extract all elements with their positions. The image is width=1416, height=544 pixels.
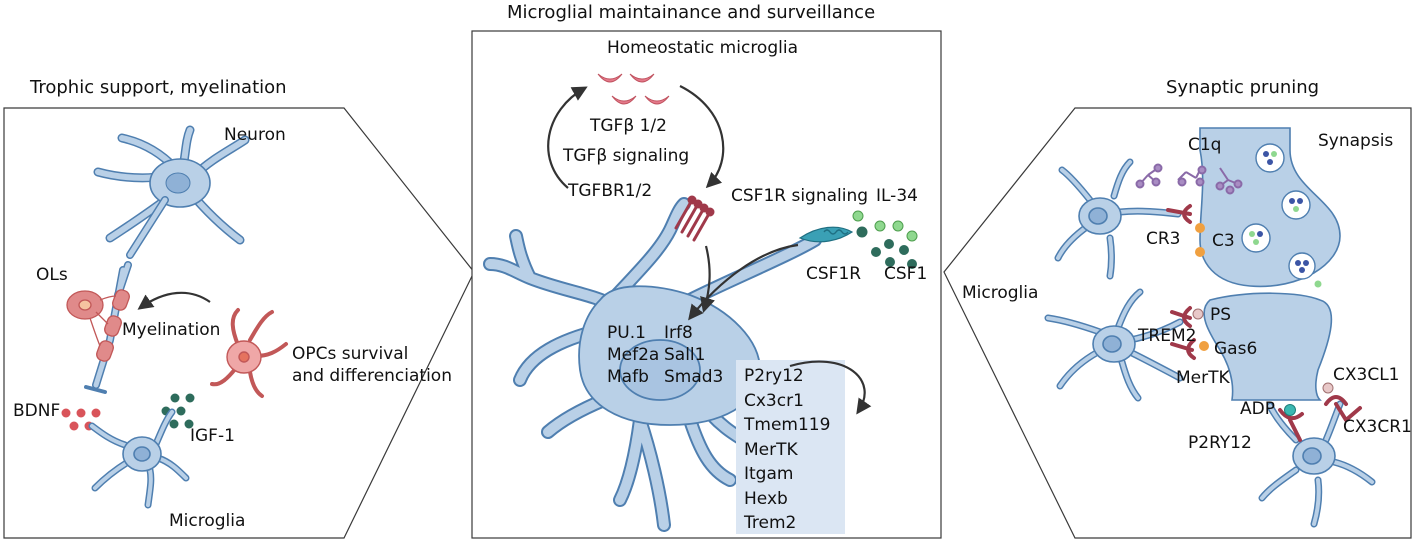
myelination-arrow: [137, 291, 211, 310]
left-panel-frame: [3, 107, 475, 539]
tgfbr-signal-arrow: [700, 245, 715, 313]
csf1-label: CSF1: [884, 264, 928, 284]
tgf-ligands: [597, 73, 670, 105]
left-microglia-cell: [88, 408, 190, 509]
ps-label: PS: [1210, 305, 1232, 325]
right-microglia-label: Microglia: [962, 283, 1039, 303]
c1q-molecules: [1135, 163, 1243, 195]
right-receptors: [1166, 204, 1362, 442]
trem2-label: TREM2: [1138, 326, 1197, 346]
p2ry12-label: P2RY12: [1188, 433, 1252, 453]
presynaptic-terminal: [1199, 127, 1341, 288]
right-panel-title: Synaptic pruning: [1166, 77, 1320, 98]
gas6-label: Gas6: [1214, 339, 1258, 359]
tgf-right-arrow: [679, 85, 725, 189]
ols-label: OLs: [36, 265, 68, 285]
left-microglia-label: Microglia: [169, 511, 246, 531]
right-microglia-top: [1054, 158, 1182, 280]
gene-list-box: [736, 360, 845, 534]
c3-label: C3: [1212, 231, 1235, 251]
il34-label: IL-34: [876, 186, 918, 206]
opcs-label: OPCs survival and differenciation: [292, 344, 452, 386]
tgf-beta-label: TGFβ 1/2: [590, 116, 667, 136]
cx3cr1-label: CX3CR1: [1343, 417, 1412, 437]
oligodendrocyte: [66, 289, 130, 362]
csf1r-receptor: [798, 226, 868, 243]
il34-csf1-molecules: [852, 210, 918, 269]
cx3cl1-label: CX3CL1: [1333, 365, 1400, 385]
transcription-factors-col2: Irf8 Sall1 Smad3: [664, 323, 724, 387]
homeostatic-microglia-cell: [483, 197, 822, 532]
tgfbr-label: TGFBR1/2: [568, 181, 653, 201]
synapsis-label: Synapsis: [1318, 131, 1394, 151]
gene-expression-arrow: [789, 360, 872, 415]
right-ligand-dots: [1192, 223, 1334, 416]
adp-label: ADP: [1240, 399, 1275, 419]
right-microglia-middle: [1044, 288, 1184, 402]
csf1r-label: CSF1R: [806, 264, 862, 284]
c1q-label: C1q: [1188, 135, 1222, 155]
tgf-left-arrow: [547, 86, 588, 189]
synaptic-vesicles: [1241, 143, 1316, 280]
igf1-label: IGF-1: [190, 426, 235, 446]
vesicle-contents: [1249, 151, 1322, 288]
myelination-label: Myelination: [122, 320, 221, 340]
center-top-title: Microglial maintainance and surveillance: [507, 2, 876, 23]
opc-cell: [210, 308, 288, 398]
right-microglia-bottom: [1258, 400, 1376, 528]
bdnf-label: BDNF: [13, 401, 61, 421]
tgfbr-receptors: [674, 195, 715, 242]
postsynaptic-terminal: [1203, 292, 1333, 401]
neuron-label: Neuron: [224, 125, 286, 145]
igf1-molecules: [161, 393, 195, 429]
gene-list: P2ry12 Cx3cr1 Tmem119 MerTK Itgam Hexb T…: [744, 366, 831, 533]
tgf-signaling-label: TGFβ signaling: [563, 146, 690, 166]
left-panel-title: Trophic support, myelination: [30, 77, 287, 98]
mertk-label: MerTK: [1176, 368, 1230, 388]
csf1r-signaling-label: CSF1R signaling: [731, 186, 869, 206]
neuron-nucleus: [165, 172, 191, 194]
cr3-label: CR3: [1146, 229, 1181, 249]
transcription-factors-col1: PU.1 Mef2a Mafb: [607, 323, 660, 387]
center-panel-title: Homeostatic microglia: [607, 38, 798, 58]
